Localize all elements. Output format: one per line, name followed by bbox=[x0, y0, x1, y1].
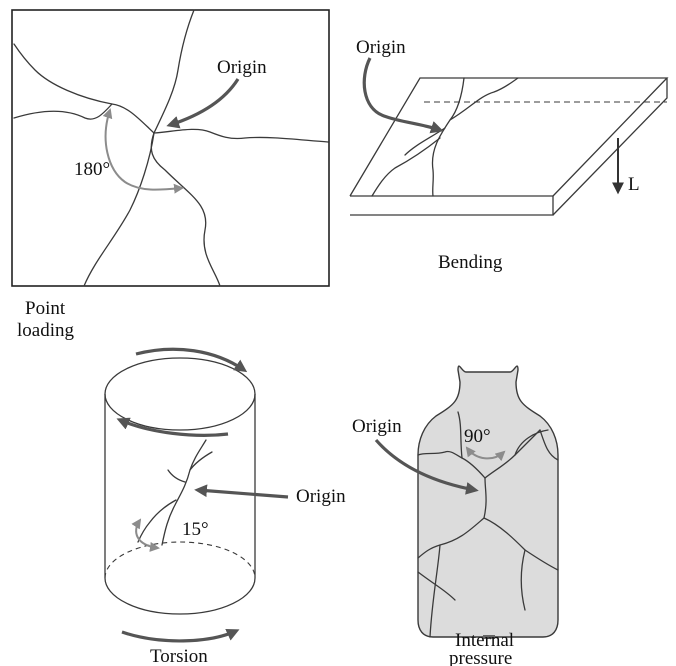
panel-label: Bending bbox=[438, 252, 503, 273]
panel-label-line1: Point bbox=[25, 298, 66, 319]
rotation-arrows bbox=[120, 349, 244, 641]
angle-label: 180° bbox=[74, 159, 110, 180]
angle-arc-arrow bbox=[106, 110, 182, 190]
origin-label: Origin bbox=[352, 416, 402, 437]
glass-slab bbox=[350, 78, 667, 215]
origin-arrow bbox=[364, 58, 440, 130]
origin-label: Origin bbox=[217, 57, 267, 78]
torsion-panel: Origin 15° Torsion bbox=[105, 349, 346, 666]
angle-label: 15° bbox=[182, 519, 209, 540]
fracture-cracks bbox=[372, 78, 518, 196]
fracture-cracks bbox=[14, 10, 328, 286]
origin-label: Origin bbox=[356, 37, 406, 58]
load-label: L bbox=[628, 174, 640, 195]
glass-plate-frame bbox=[12, 10, 329, 286]
glass-cylinder bbox=[105, 358, 255, 614]
angle-label: 90° bbox=[464, 426, 491, 447]
origin-arrow bbox=[198, 490, 288, 497]
hidden-edge bbox=[105, 542, 255, 578]
panel-label: Torsion bbox=[150, 646, 208, 666]
panel-label-line2: pressure bbox=[449, 648, 512, 666]
internal-pressure-panel: Origin 90° Internal pressure bbox=[352, 366, 558, 666]
point-loading-panel: Origin 180° Point loading bbox=[12, 10, 329, 341]
origin-label: Origin bbox=[296, 486, 346, 507]
rotation-arrow-bottom bbox=[122, 631, 236, 641]
panel-label-line2: loading bbox=[17, 320, 74, 341]
rotation-arrow-mid bbox=[120, 420, 228, 435]
bottle-outline bbox=[418, 366, 558, 637]
bending-panel: Origin L Bending bbox=[350, 37, 667, 273]
origin-arrow bbox=[170, 79, 238, 125]
